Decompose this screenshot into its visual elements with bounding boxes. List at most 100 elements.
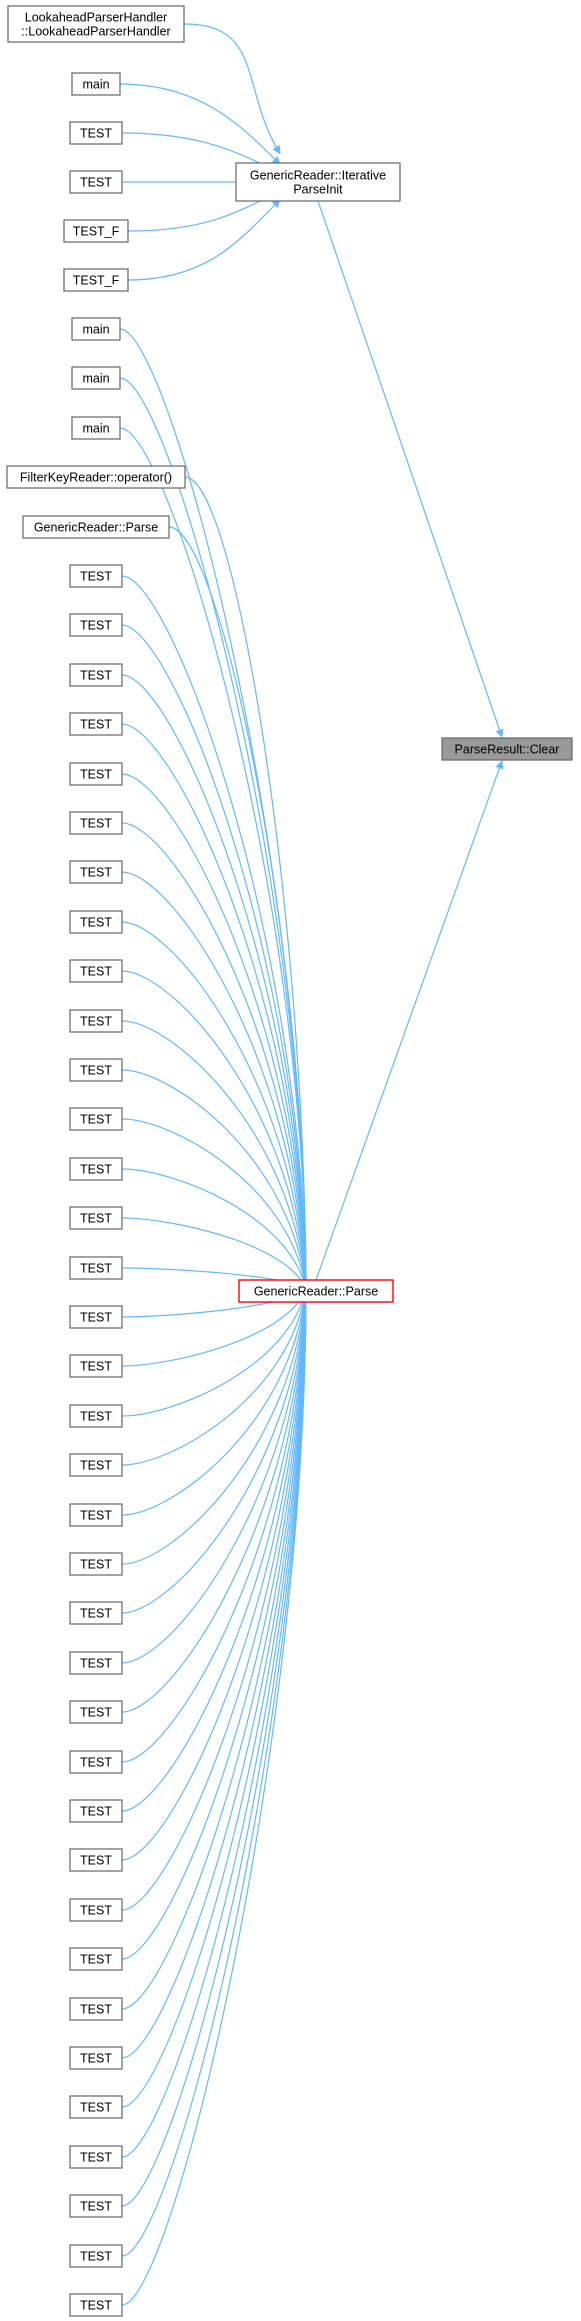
- node-box[interactable]: [69, 1997, 123, 2021]
- node-box[interactable]: [69, 1947, 123, 1971]
- node-test[interactable]: TEST: [69, 860, 123, 884]
- node-box[interactable]: [69, 1404, 123, 1428]
- node-box[interactable]: [69, 564, 123, 588]
- node-box[interactable]: [69, 2194, 123, 2218]
- node-test[interactable]: TEST: [69, 1601, 123, 1625]
- node-box[interactable]: [69, 1651, 123, 1675]
- node-test[interactable]: TEST: [69, 1799, 123, 1823]
- node-test[interactable]: TEST: [69, 1009, 123, 1033]
- node-box[interactable]: [7, 5, 185, 43]
- node-test[interactable]: TEST: [69, 1552, 123, 1576]
- node-test[interactable]: TEST: [69, 1354, 123, 1378]
- node-test[interactable]: TEST: [69, 1107, 123, 1131]
- node-test[interactable]: TEST: [69, 2244, 123, 2268]
- node-test[interactable]: TEST: [69, 2293, 123, 2317]
- node-genericreader-parse[interactable]: GenericReader::Parse: [238, 1279, 394, 1303]
- node-test[interactable]: TEST: [69, 910, 123, 934]
- node-test[interactable]: TEST: [69, 762, 123, 786]
- node-lookaheadparserhandler-lookaheadparserhandler[interactable]: LookaheadParserHandler::LookaheadParserH…: [7, 5, 185, 43]
- node-box[interactable]: [69, 1107, 123, 1131]
- node-test[interactable]: TEST: [69, 811, 123, 835]
- node-box[interactable]: [69, 2145, 123, 2169]
- node-test[interactable]: TEST: [69, 1305, 123, 1329]
- node-test[interactable]: TEST: [69, 1997, 123, 2021]
- node-main[interactable]: main: [71, 72, 121, 96]
- node-box[interactable]: [69, 762, 123, 786]
- node-test[interactable]: TEST: [69, 1898, 123, 1922]
- node-filterkeyreader-operator[interactable]: FilterKeyReader::operator(): [6, 465, 186, 489]
- node-test[interactable]: TEST: [69, 1947, 123, 1971]
- node-box[interactable]: [69, 170, 123, 194]
- node-box[interactable]: [69, 613, 123, 637]
- node-box[interactable]: [69, 1453, 123, 1477]
- node-test[interactable]: TEST: [69, 2145, 123, 2169]
- node-box[interactable]: [69, 860, 123, 884]
- node-box[interactable]: [238, 1279, 394, 1303]
- node-test-f[interactable]: TEST_F: [63, 219, 129, 243]
- node-box[interactable]: [63, 219, 129, 243]
- node-test[interactable]: TEST: [69, 1651, 123, 1675]
- node-test[interactable]: TEST: [69, 613, 123, 637]
- node-test[interactable]: TEST: [69, 663, 123, 687]
- node-main[interactable]: main: [71, 317, 121, 341]
- node-box[interactable]: [69, 2046, 123, 2070]
- node-box[interactable]: [69, 1354, 123, 1378]
- node-test[interactable]: TEST: [69, 1206, 123, 1230]
- node-box[interactable]: [69, 1552, 123, 1576]
- node-test[interactable]: TEST: [69, 170, 123, 194]
- node-test[interactable]: TEST: [69, 1848, 123, 1872]
- node-test[interactable]: TEST: [69, 1157, 123, 1181]
- node-test[interactable]: TEST: [69, 1750, 123, 1774]
- node-box[interactable]: [69, 121, 123, 145]
- node-box[interactable]: [63, 268, 129, 292]
- node-box[interactable]: [71, 416, 121, 440]
- node-box[interactable]: [69, 1305, 123, 1329]
- node-box[interactable]: [69, 2095, 123, 2119]
- node-box[interactable]: [69, 1848, 123, 1872]
- node-box[interactable]: [69, 712, 123, 736]
- node-box[interactable]: [6, 465, 186, 489]
- node-box[interactable]: [69, 1256, 123, 1280]
- node-box[interactable]: [69, 910, 123, 934]
- node-box[interactable]: [69, 1009, 123, 1033]
- node-box[interactable]: [69, 1058, 123, 1082]
- node-test[interactable]: TEST: [69, 564, 123, 588]
- node-box[interactable]: [71, 366, 121, 390]
- node-test[interactable]: TEST: [69, 2095, 123, 2119]
- node-box[interactable]: [69, 1157, 123, 1181]
- node-test[interactable]: TEST: [69, 712, 123, 736]
- node-test-f[interactable]: TEST_F: [63, 268, 129, 292]
- node-box[interactable]: [69, 2244, 123, 2268]
- node-box[interactable]: [69, 1206, 123, 1230]
- node-box[interactable]: [69, 2293, 123, 2317]
- node-box[interactable]: [71, 317, 121, 341]
- node-test[interactable]: TEST: [69, 1503, 123, 1527]
- node-box[interactable]: [69, 663, 123, 687]
- node-test[interactable]: TEST: [69, 1453, 123, 1477]
- node-parseresult-clear[interactable]: ParseResult::Clear: [441, 737, 573, 761]
- node-test[interactable]: TEST: [69, 1404, 123, 1428]
- node-box[interactable]: [69, 811, 123, 835]
- node-test[interactable]: TEST: [69, 1058, 123, 1082]
- node-main[interactable]: main: [71, 366, 121, 390]
- node-box[interactable]: [69, 1898, 123, 1922]
- node-test[interactable]: TEST: [69, 959, 123, 983]
- node-test[interactable]: TEST: [69, 2194, 123, 2218]
- node-box[interactable]: [69, 1750, 123, 1774]
- node-box[interactable]: [69, 1503, 123, 1527]
- node-genericreader-parse[interactable]: GenericReader::Parse: [22, 515, 170, 539]
- node-box[interactable]: [69, 1601, 123, 1625]
- node-test[interactable]: TEST: [69, 1700, 123, 1724]
- node-test[interactable]: TEST: [69, 1256, 123, 1280]
- node-box[interactable]: [69, 1799, 123, 1823]
- node-box[interactable]: [441, 737, 573, 761]
- node-box[interactable]: [69, 959, 123, 983]
- node-box[interactable]: [235, 162, 401, 202]
- node-box[interactable]: [69, 1700, 123, 1724]
- node-main[interactable]: main: [71, 416, 121, 440]
- node-test[interactable]: TEST: [69, 121, 123, 145]
- node-box[interactable]: [71, 72, 121, 96]
- node-box[interactable]: [22, 515, 170, 539]
- node-test[interactable]: TEST: [69, 2046, 123, 2070]
